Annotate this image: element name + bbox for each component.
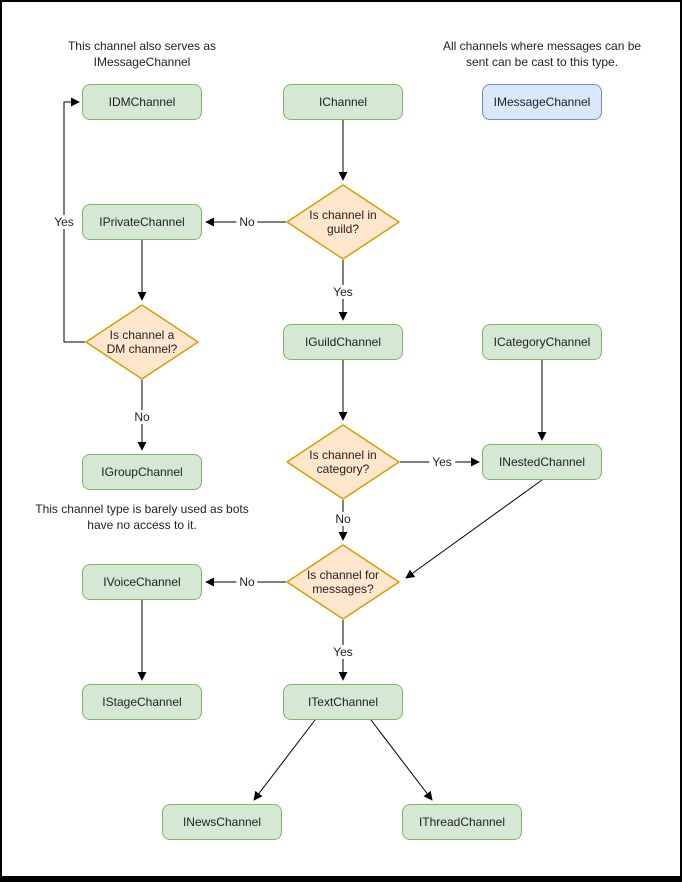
annotation-idmchannel-note: This channel also serves as IMessageChan… [67,39,217,69]
node-itextchannel: ITextChannel [283,684,403,720]
node-iprivatechannel: IPrivateChannel [82,204,202,240]
edge-label-dm-no: No [131,410,153,424]
decision-is-channel-in-category: Is channel in category? [286,424,400,500]
decision-is-channel-in-guild: Is channel in guild? [286,184,400,260]
annotation-igroupchannel-note: This channel type is barely used as bots… [35,502,249,532]
diamond-shape [286,424,400,500]
edge-label-category-yes: Yes [429,455,455,469]
decision-label: Is channel for messages? [306,567,380,596]
edge-label-dm-yes: Yes [51,215,77,229]
node-ichannel: IChannel [283,84,403,120]
edge-itextchannel-to-ithreadchannel [370,719,433,801]
node-inestedchannel: INestedChannel [482,444,602,480]
node-idmchannel: IDMChannel [82,84,202,120]
node-igroupchannel: IGroupChannel [82,454,202,490]
edge-label-messages-yes: Yes [330,645,356,659]
edge-label-guild-yes: Yes [330,285,356,299]
node-ithreadchannel: IThreadChannel [402,804,522,840]
decision-label: Is channel a DM channel? [106,327,178,356]
edge-label-messages-no: No [236,575,258,589]
node-inewschannel: INewsChannel [162,804,282,840]
annotation-imessagechannel-note: All channels where messages can be sent … [442,39,642,69]
edge-inestedchannel-to-messages-decision [405,479,543,579]
node-istagechannel: IStageChannel [82,684,202,720]
decision-label: Is channel in category? [309,447,377,476]
edge-itextchannel-to-inewschannel [253,719,316,801]
edge-label-category-no: No [332,512,354,526]
diamond-shape [286,184,400,260]
decision-is-channel-for-messages: Is channel for messages? [286,544,400,620]
diamond-shape [85,304,199,380]
node-icategorychannel: ICategoryChannel [482,324,602,360]
edge-label-guild-no: No [236,215,258,229]
decision-label: Is channel in guild? [309,207,377,236]
node-imessagechannel: IMessageChannel [482,84,602,120]
node-iguildchannel: IGuildChannel [283,324,403,360]
decision-is-channel-a-dm-channel: Is channel a DM channel? [85,304,199,380]
diamond-shape [286,544,400,620]
node-ivoicechannel: IVoiceChannel [82,564,202,600]
